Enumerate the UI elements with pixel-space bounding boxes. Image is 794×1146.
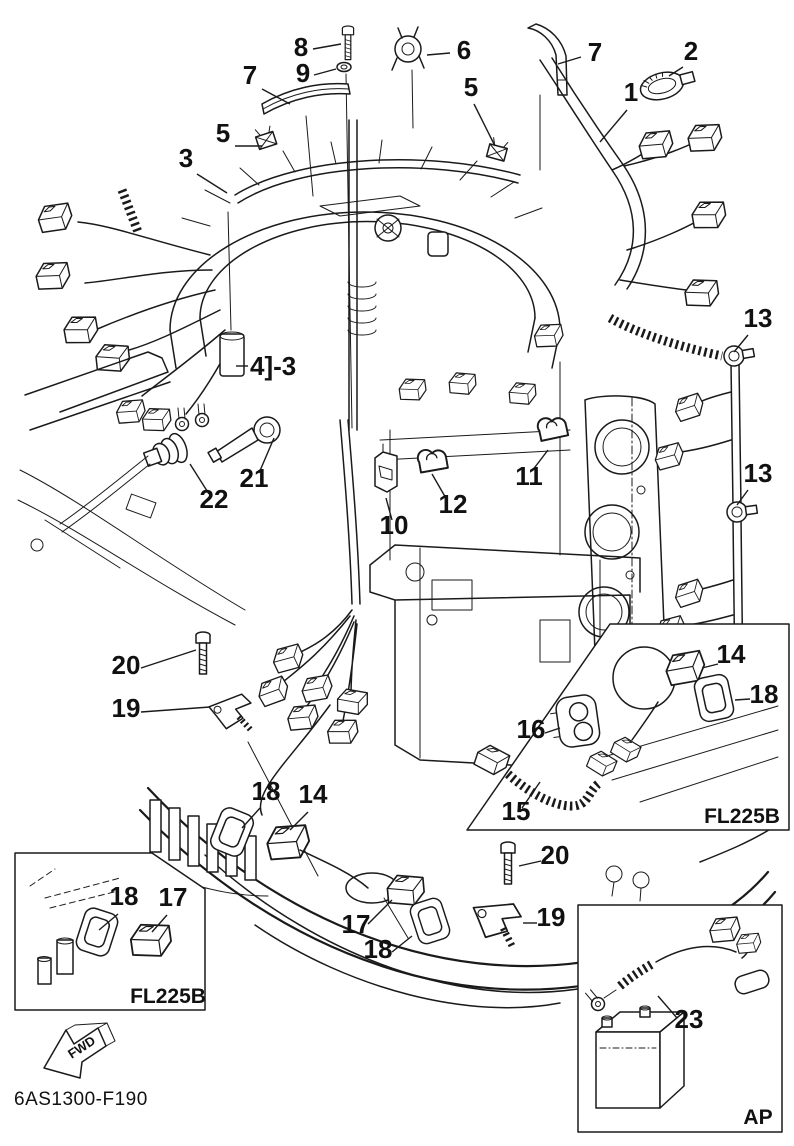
bracket-19-right bbox=[469, 899, 523, 949]
callout-10: 10 bbox=[380, 510, 409, 540]
callout-13-top: 13 bbox=[744, 303, 773, 333]
callout-4-3: 4]-3 bbox=[250, 351, 296, 381]
callout-20-right: 20 bbox=[541, 840, 570, 870]
callout-13-bottom: 13 bbox=[744, 458, 773, 488]
clip-10 bbox=[374, 451, 398, 493]
bolt-8 bbox=[341, 25, 355, 61]
bolt-20-left bbox=[195, 631, 211, 675]
top-fasteners bbox=[336, 25, 355, 429]
callout-2: 2 bbox=[684, 36, 698, 66]
clip-5-center bbox=[485, 136, 510, 162]
connector-15-end bbox=[472, 741, 512, 779]
callout-5-left: 5 bbox=[216, 118, 230, 148]
inset-label-connector-kit: FL225B bbox=[130, 985, 206, 1008]
callout-12: 12 bbox=[439, 489, 468, 519]
callout-19-left: 19 bbox=[112, 693, 141, 723]
inset-harness-kit bbox=[466, 623, 790, 831]
harness-guide-ring bbox=[169, 139, 561, 369]
inset-label-battery-kit: AP bbox=[743, 1106, 772, 1129]
callout-11: 11 bbox=[515, 461, 543, 491]
callout-22: 22 bbox=[200, 484, 229, 514]
callout-19-right: 19 bbox=[537, 902, 566, 932]
washer-9 bbox=[336, 61, 352, 73]
clamp-6 bbox=[391, 26, 425, 129]
callout-3: 3 bbox=[179, 143, 193, 173]
inset-label-harness-kit: FL225B bbox=[704, 805, 780, 828]
clamp-12 bbox=[415, 445, 449, 474]
callout-5-center: 5 bbox=[464, 72, 478, 102]
callout-18-mid: 18 bbox=[252, 776, 281, 806]
callout-23: 23 bbox=[675, 1004, 704, 1034]
sensor-21 bbox=[207, 416, 281, 463]
callout-8: 8 bbox=[294, 32, 308, 62]
callout-14-mid: 14 bbox=[299, 779, 328, 809]
inset-connector-kit bbox=[14, 852, 206, 1011]
callout-16: 16 bbox=[517, 714, 546, 744]
grommet-16 bbox=[550, 694, 601, 748]
callout-1: 1 bbox=[624, 77, 638, 107]
connector-14-mid bbox=[263, 819, 314, 866]
callout-7-right: 7 bbox=[588, 37, 602, 67]
strip-7-left bbox=[261, 82, 351, 197]
battery-lead-23 bbox=[582, 912, 770, 1014]
bolt-20-right bbox=[500, 841, 516, 885]
seal-18-lower bbox=[407, 895, 453, 947]
callout-21: 21 bbox=[240, 463, 269, 493]
ignition-coil-harness bbox=[607, 314, 759, 689]
bracket-19-left bbox=[208, 693, 255, 736]
drawing-code: 6AS1300-F190 bbox=[14, 1089, 148, 1110]
callout-20-left: 20 bbox=[112, 650, 141, 680]
clamp-11 bbox=[535, 413, 570, 442]
callout-18-kit: 18 bbox=[110, 881, 139, 911]
callout-7-left: 7 bbox=[243, 60, 257, 90]
tube-7-right bbox=[527, 23, 568, 171]
leader-lines bbox=[98, 43, 751, 1019]
callout-15: 15 bbox=[502, 796, 531, 826]
harness-left-branches bbox=[33, 188, 233, 434]
callout-17-mid: 17 bbox=[342, 909, 371, 939]
cylinder-head bbox=[578, 395, 666, 660]
wire-harness-1 bbox=[234, 57, 729, 310]
wire-clips bbox=[374, 413, 570, 493]
flywheel-shaft-assembly bbox=[319, 119, 449, 431]
battery bbox=[595, 1005, 685, 1109]
callout-18-inset: 18 bbox=[750, 679, 779, 709]
port-side-panel bbox=[17, 351, 246, 626]
callout-18-lower: 18 bbox=[364, 934, 393, 964]
inset-battery-kit bbox=[577, 904, 783, 1133]
callouts: 8 9 6 7 2 7 5 1 5 3 13 13 4]-3 21 22 10 … bbox=[110, 32, 779, 1034]
fwd-arrow: FWD bbox=[43, 1022, 116, 1079]
callout-6: 6 bbox=[457, 35, 471, 65]
grommet-22 bbox=[142, 432, 188, 467]
callout-17-kit: 17 bbox=[159, 882, 188, 912]
fuse-cap-4 bbox=[219, 211, 245, 377]
callout-9: 9 bbox=[296, 58, 310, 88]
center-harness-trunk bbox=[253, 419, 368, 816]
cable-tie-2 bbox=[639, 70, 696, 101]
cable-tie-13-bottom bbox=[724, 498, 759, 525]
callout-14-inset: 14 bbox=[717, 639, 746, 669]
